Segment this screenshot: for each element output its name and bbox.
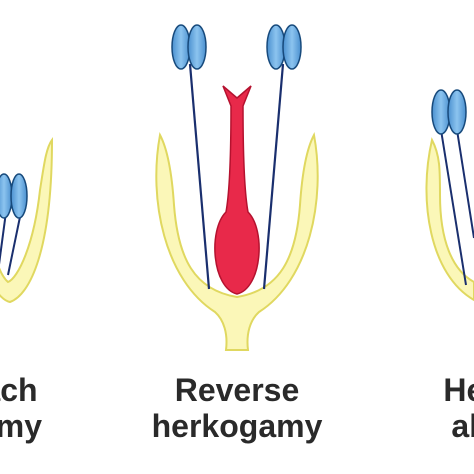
filament-left-2: [7, 211, 22, 276]
pistil: [214, 85, 260, 295]
filament-center-right: [262, 63, 285, 290]
filament-right-1: [440, 129, 467, 286]
label-right-line2: abs: [451, 408, 474, 444]
filament-right-2: [456, 129, 474, 239]
label-left: ach amy: [0, 372, 80, 444]
petal-cup-right: [425, 137, 474, 302]
anther-right-2: [447, 89, 467, 135]
label-left-line1: ach: [0, 372, 38, 408]
label-left-line2: amy: [0, 408, 43, 444]
flower-center: [155, 24, 319, 351]
petal-cup-center: [155, 132, 319, 351]
filament-center-left: [188, 63, 211, 290]
label-center-line1: Reverse: [174, 372, 300, 408]
label-center-line2: herkogamy: [151, 408, 323, 444]
anther-left-2: [10, 173, 28, 219]
flower-left: [0, 136, 54, 304]
filament-left-1: [0, 211, 7, 265]
anther-center-right-2: [282, 24, 302, 70]
label-right: Herk abs: [404, 372, 474, 444]
label-reverse-herkogamy: Reverse herkogamy: [137, 372, 337, 444]
petal-cup-left: [0, 136, 54, 304]
label-right-line1: Herk: [443, 372, 474, 408]
anther-left-1: [0, 173, 13, 219]
flower-right: [425, 89, 474, 302]
anther-center-left-2: [187, 24, 207, 70]
